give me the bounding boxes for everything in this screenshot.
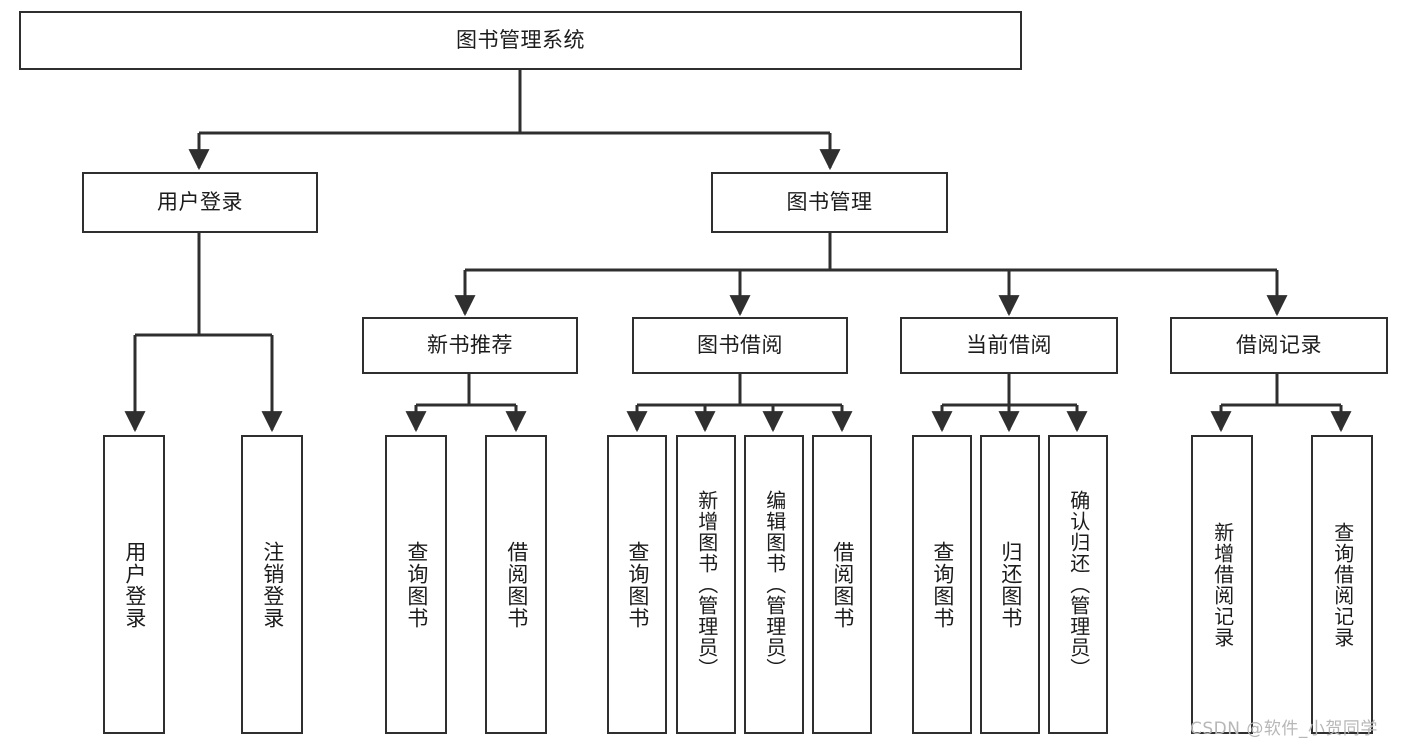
node-label: 查询借阅记录 <box>1330 521 1355 648</box>
node-label: 查询图书 <box>625 540 650 629</box>
node-borrow-record[interactable]: 借阅记录 <box>1170 317 1388 374</box>
node-new-book-recommend[interactable]: 新书推荐 <box>362 317 578 374</box>
node-label: 图书管理 <box>786 190 873 215</box>
node-label: 图书借阅 <box>697 333 783 358</box>
node-root-book-management-system[interactable]: 图书管理系统 <box>19 11 1022 70</box>
node-label: 借阅图书 <box>504 540 529 629</box>
node-label: 编辑图书（管理员） <box>762 490 787 679</box>
node-label: 当前借阅 <box>966 333 1052 358</box>
leaf-book-borrow-query-book[interactable]: 查询图书 <box>607 435 667 734</box>
leaf-borrow-record-query-record[interactable]: 查询借阅记录 <box>1311 435 1373 734</box>
leaf-new-book-borrow-book[interactable]: 借阅图书 <box>485 435 547 734</box>
node-label: 查询图书 <box>404 540 429 629</box>
node-label: 图书管理系统 <box>456 28 585 53</box>
node-current-borrow[interactable]: 当前借阅 <box>900 317 1118 374</box>
leaf-book-borrow-borrow-book[interactable]: 借阅图书 <box>812 435 872 734</box>
node-label: 新增图书（管理员） <box>694 490 719 679</box>
node-label: 确认归还（管理员） <box>1066 490 1091 679</box>
node-label: 注销登录 <box>260 540 285 629</box>
node-label: 新增借阅记录 <box>1210 521 1235 648</box>
node-label: 归还图书 <box>998 540 1023 629</box>
leaf-new-book-query-book[interactable]: 查询图书 <box>385 435 447 734</box>
watermark: CSDN @软件_小贺同学 <box>1190 719 1378 739</box>
leaf-book-borrow-edit-book-admin[interactable]: 编辑图书（管理员） <box>744 435 804 734</box>
node-label: 借阅图书 <box>830 540 855 629</box>
leaf-current-borrow-confirm-return-admin[interactable]: 确认归还（管理员） <box>1048 435 1108 734</box>
node-label: 借阅记录 <box>1236 333 1322 358</box>
leaf-borrow-record-add-record[interactable]: 新增借阅记录 <box>1191 435 1253 734</box>
node-label: 新书推荐 <box>427 333 513 358</box>
node-label: 用户登录 <box>122 540 147 629</box>
node-book-borrow[interactable]: 图书借阅 <box>632 317 848 374</box>
node-label: 用户登录 <box>157 190 243 215</box>
node-book-management[interactable]: 图书管理 <box>711 172 948 233</box>
leaf-current-borrow-query-book[interactable]: 查询图书 <box>912 435 972 734</box>
leaf-user-login-logout[interactable]: 注销登录 <box>241 435 303 734</box>
leaf-user-login-login[interactable]: 用户登录 <box>103 435 165 734</box>
node-label: 查询图书 <box>930 540 955 629</box>
leaf-book-borrow-add-book-admin[interactable]: 新增图书（管理员） <box>676 435 736 734</box>
node-user-login[interactable]: 用户登录 <box>82 172 318 233</box>
leaf-current-borrow-return-book[interactable]: 归还图书 <box>980 435 1040 734</box>
